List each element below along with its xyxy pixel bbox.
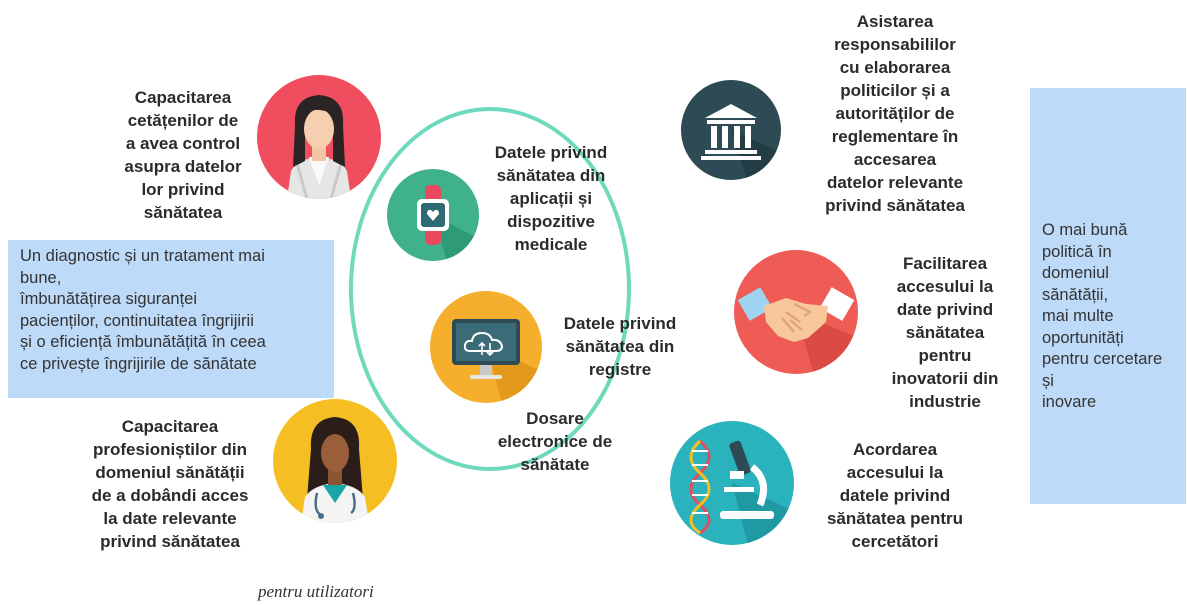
- woman-avatar-icon: [257, 75, 381, 199]
- government-building-icon: [681, 80, 781, 180]
- label-line: privind sănătatea: [100, 532, 240, 551]
- label-line: Dosare: [526, 409, 584, 428]
- box-line: bune,: [20, 268, 62, 287]
- right-benefits-box: O mai bună politică în domeniul sănătăți…: [1030, 88, 1186, 504]
- label-line: dispozitive: [507, 212, 595, 231]
- ehr-label: Dosare electronice de sănătate: [480, 407, 630, 476]
- label-line: a avea control: [125, 134, 241, 153]
- label-line: Facilitarea: [902, 254, 988, 273]
- microscope-dna-icon: [670, 421, 794, 545]
- label-line: sănătate: [520, 455, 590, 474]
- label-line: date privind: [896, 300, 994, 319]
- label-line: accesului la: [846, 463, 944, 482]
- box-line: O mai bună: [1042, 221, 1128, 239]
- label-line: Asistarea: [856, 12, 934, 31]
- left-benefits-box: Un diagnostic și un tratament mai bune, …: [8, 240, 334, 398]
- label-line: Datele privind: [494, 143, 608, 162]
- cloud-monitor-icon: [430, 291, 542, 403]
- label-line: Acordarea: [852, 440, 938, 459]
- policy-makers-label: Asistarea responsabililor cu elaborarea …: [790, 10, 1000, 217]
- label-line: datele privind: [839, 486, 951, 505]
- label-line: politicilor și a: [840, 81, 950, 100]
- label-line: cetățenilor de: [127, 111, 239, 130]
- citizens-label: Capacitarea cetățenilor de a avea contro…: [98, 86, 268, 224]
- smartwatch-icon: [387, 169, 479, 261]
- label-line: sănătatea: [905, 323, 985, 342]
- box-line: mai multe: [1042, 307, 1114, 325]
- label-line: accesului la: [896, 277, 994, 296]
- label-line: sănătatea din: [496, 166, 606, 185]
- label-line: responsabililor: [834, 35, 956, 54]
- box-line: oportunități: [1042, 328, 1124, 347]
- box-line: inovare: [1042, 393, 1097, 411]
- label-line: sănătatea: [143, 203, 223, 222]
- label-line: pentru: [918, 346, 972, 365]
- doctor-avatar-icon: [273, 399, 397, 523]
- label-line: sănătatea din: [565, 337, 675, 356]
- box-line: sănătății,: [1042, 285, 1109, 304]
- label-line: datelor relevante: [826, 173, 964, 192]
- caption: pentru utilizatori: [258, 582, 374, 601]
- label-line: cu elaborarea: [839, 58, 951, 77]
- label-line: inovatorii din: [891, 369, 999, 388]
- box-line: pacienților, continuitatea îngrijirii: [20, 311, 254, 330]
- box-line: domeniul: [1042, 264, 1109, 282]
- industry-label: Facilitarea accesului la date privind să…: [870, 252, 1020, 413]
- label-line: electronice de: [497, 432, 613, 451]
- label-line: sănătatea pentru: [826, 509, 964, 528]
- box-line: politică în: [1042, 242, 1112, 261]
- central-data-ring: [349, 107, 631, 471]
- label-line: cercetători: [851, 532, 939, 551]
- box-line: și: [1042, 371, 1054, 390]
- registries-label: Datele privind sănătatea din registre: [550, 312, 690, 381]
- label-line: aplicații și: [509, 189, 593, 208]
- label-line: medicale: [514, 235, 588, 254]
- box-line: îmbunătățirea siguranței: [20, 290, 198, 308]
- label-line: profesioniștilor din: [93, 440, 247, 459]
- apps-devices-label: Datele privind sănătatea din aplicații ș…: [476, 141, 626, 256]
- label-line: asupra datelor: [124, 157, 242, 176]
- handshake-icon: [734, 250, 858, 374]
- label-line: privind sănătatea: [825, 196, 965, 215]
- professionals-label: Capacitarea profesioniștilor din domeniu…: [60, 415, 280, 553]
- box-line: pentru cercetare: [1042, 350, 1163, 368]
- label-line: registre: [588, 360, 652, 379]
- label-line: accesarea: [853, 150, 937, 169]
- label-line: Capacitarea: [121, 417, 219, 436]
- label-line: industrie: [909, 392, 981, 411]
- box-line: Un diagnostic și un tratament mai: [20, 247, 265, 265]
- label-line: lor privind: [141, 180, 225, 199]
- research-label: Acordarea accesului la datele privind să…: [810, 438, 980, 553]
- box-line: ce privește îngrijirile de sănătate: [20, 354, 257, 373]
- label-line: la date relevante: [103, 509, 237, 528]
- label-line: de a dobândi acces: [91, 486, 249, 505]
- label-line: autorităților de: [835, 104, 955, 123]
- label-line: Datele privind: [563, 314, 677, 333]
- label-line: Capacitarea: [134, 88, 232, 107]
- label-line: reglementare în: [831, 127, 959, 146]
- label-line: domeniul sănătății: [95, 463, 245, 482]
- box-line: și o eficiență îmbunătățită în ceea: [20, 333, 266, 351]
